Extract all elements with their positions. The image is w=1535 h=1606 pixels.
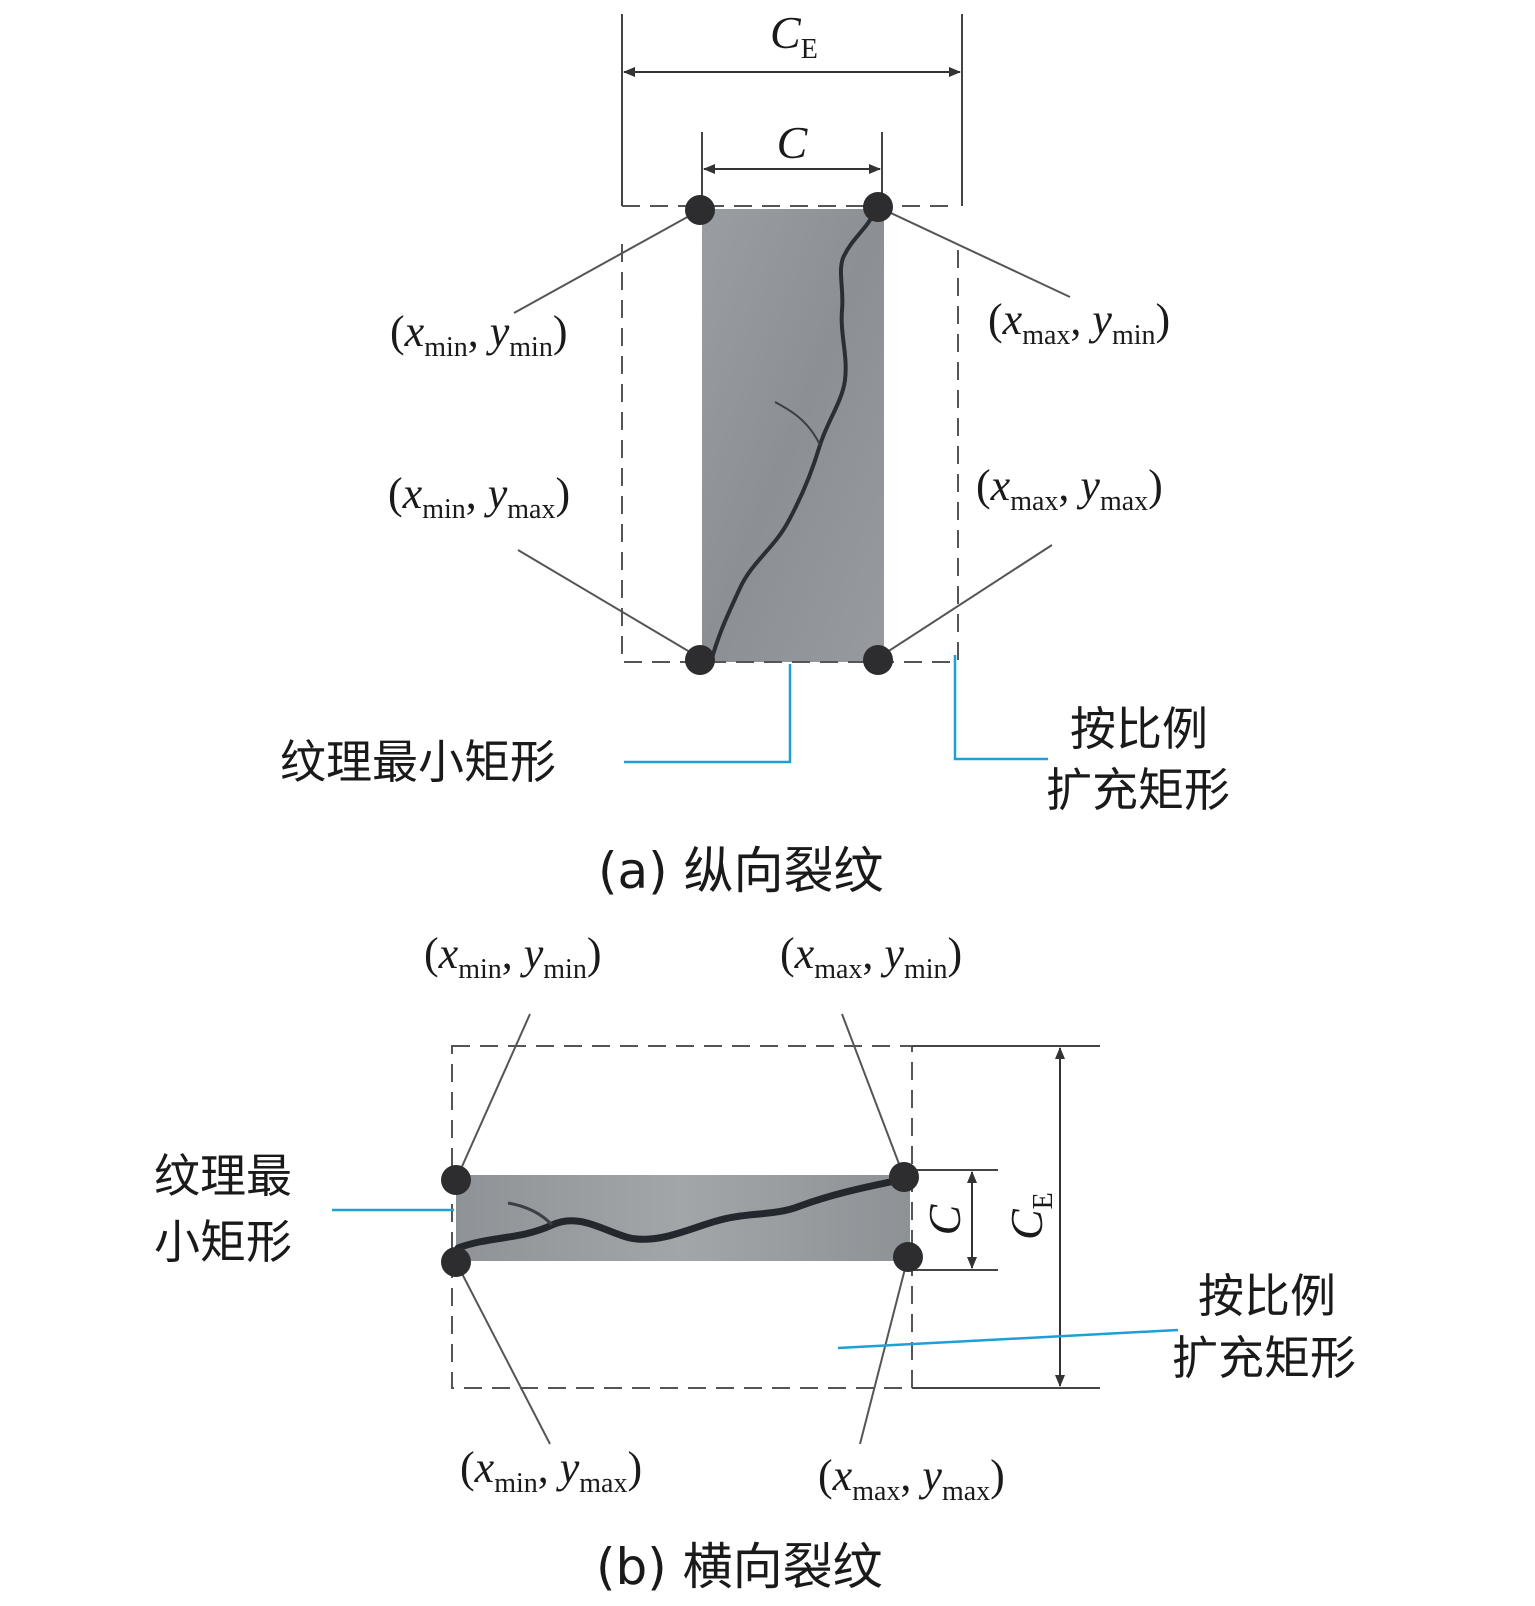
leader-br-b bbox=[859, 1256, 909, 1445]
corner-dot-tl-b bbox=[441, 1165, 471, 1195]
crack-texture-b bbox=[456, 1175, 910, 1261]
crack-branch-a bbox=[774, 401, 821, 446]
blue-leader-min-rect-a bbox=[624, 664, 792, 764]
label-expand-a-line2: 扩充矩形 bbox=[1046, 763, 1230, 817]
coord-label-br-a: (xmax, ymax) bbox=[976, 461, 1163, 517]
label-expand-b-line2: 扩充矩形 bbox=[1172, 1331, 1356, 1385]
dim-label-ce-a: CE bbox=[770, 7, 818, 65]
panel-b: C CE (xmin, ymin) (xmax, ymin) (xmin, ym… bbox=[154, 929, 1356, 1596]
expanded-rect-a bbox=[621, 244, 959, 663]
crack-texture-a bbox=[702, 209, 884, 662]
expanded-rect-b bbox=[451, 1045, 913, 1389]
coord-label-tr-a: (xmax, ymin) bbox=[988, 295, 1170, 351]
leader-tl-a bbox=[513, 209, 701, 314]
leader-bl-a bbox=[517, 549, 701, 659]
corner-dot-br-b bbox=[893, 1242, 923, 1272]
crack-line-b bbox=[454, 1176, 904, 1252]
label-expand-a-line1: 按比例 bbox=[1070, 702, 1208, 756]
corner-dot-tl-a bbox=[685, 195, 715, 225]
caption-b: (b) 横向裂纹 bbox=[596, 1538, 883, 1596]
corner-dot-bl-a bbox=[685, 645, 715, 675]
coord-label-bl-b: (xmin, ymax) bbox=[460, 1443, 642, 1499]
caption-a: (a) 纵向裂纹 bbox=[598, 842, 884, 900]
corner-dot-bl-b bbox=[441, 1247, 471, 1277]
label-min-rect-b-line2: 小矩形 bbox=[154, 1215, 292, 1269]
crack-line-a bbox=[710, 211, 876, 660]
blue-leader-expand-a bbox=[953, 655, 1048, 761]
coord-label-bl-a: (xmin, ymax) bbox=[388, 469, 570, 525]
dim-label-c-a: C bbox=[777, 117, 809, 168]
corner-dot-br-a bbox=[863, 645, 893, 675]
corner-dot-tr-b bbox=[889, 1162, 919, 1192]
leader-tl-b bbox=[455, 1013, 531, 1181]
dim-label-c-b: C bbox=[919, 1203, 970, 1235]
blue-leader-expand-b bbox=[837, 1328, 1179, 1350]
leader-tr-a bbox=[877, 206, 1071, 298]
coord-label-tl-b: (xmin, ymin) bbox=[424, 929, 602, 985]
leader-bl-b bbox=[455, 1261, 551, 1445]
leader-br-a bbox=[877, 544, 1053, 659]
crack-branch-b bbox=[507, 1201, 554, 1227]
corner-dot-tr-a bbox=[863, 192, 893, 222]
coord-label-br-b: (xmax, ymax) bbox=[818, 1451, 1005, 1507]
leader-tr-b bbox=[841, 1013, 905, 1178]
label-min-rect-b-line1: 纹理最 bbox=[154, 1149, 292, 1203]
dim-label-ce-b: CE bbox=[1001, 1192, 1059, 1240]
label-expand-b-line1: 按比例 bbox=[1198, 1269, 1336, 1323]
coord-label-tr-b: (xmax, ymin) bbox=[780, 929, 962, 985]
panel-a: CE C (xmin, ymin) (xmax, ymin) (xmin, ym… bbox=[280, 7, 1230, 900]
label-min-rect-a: 纹理最小矩形 bbox=[280, 735, 556, 789]
coord-label-tl-a: (xmin, ymin) bbox=[390, 307, 568, 363]
